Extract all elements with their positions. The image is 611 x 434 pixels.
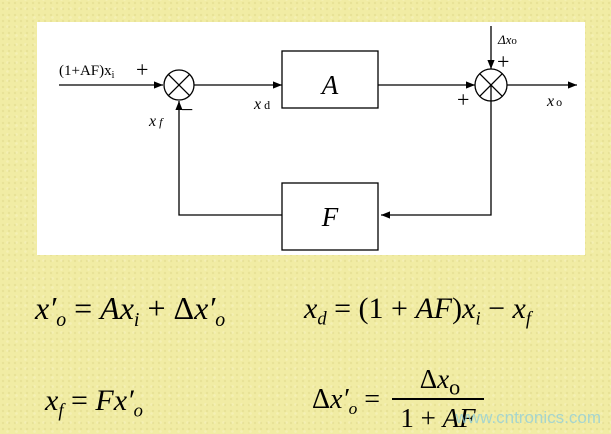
block-f [281,182,379,251]
block-f-label: F [321,202,339,232]
minus-sign-feedback: − [181,97,193,122]
equation-dxo-lhs: Δx′o = [312,384,381,419]
equation-dxo-denominator: 1 + AF [400,403,476,433]
equation-fraction-bar [392,398,484,400]
plus-sign-forward: + [457,87,469,112]
equation-xf: xf = Fx′o [45,384,143,422]
watermark: www.cntronics.com [455,408,601,427]
plus-sign-disturbance: + [497,49,509,74]
plus-sign-input: + [136,57,148,82]
equation-xd: xd = (1 + AF)xi − xf [304,292,532,330]
summing-junction-1 [163,69,195,101]
block-a-label: A [320,70,339,100]
input-label: (1+AF)xi [59,63,115,81]
equation-dxo-numerator: Δxo [419,364,461,400]
equation-output: x′o = Axi + Δx′o [35,290,226,331]
feedback-line-left [175,101,282,216]
feedback-line-right [381,85,492,219]
dxo-label: Δxo [497,32,517,47]
block-a [281,50,379,109]
